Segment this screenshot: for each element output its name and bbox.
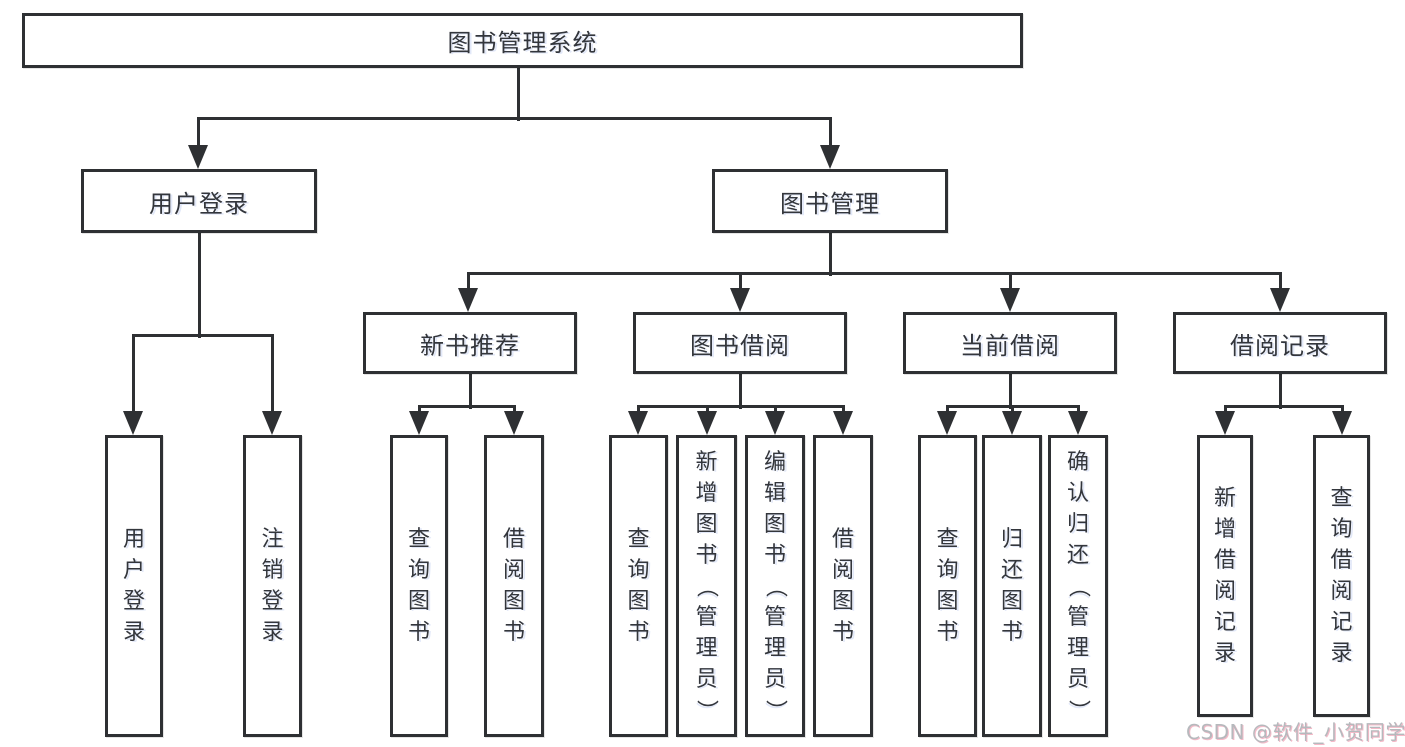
arrow-head-icon <box>697 411 717 435</box>
connector-branch-line <box>466 271 1282 275</box>
node-new-book-recommend: 新书推荐 <box>363 312 577 374</box>
connector-stem-line <box>197 233 201 338</box>
connector-branch-line <box>196 116 832 120</box>
connector-stem-line <box>828 233 832 276</box>
arrow-head-icon <box>1332 411 1352 435</box>
arrow-head-icon <box>937 411 957 435</box>
arrow-head-icon <box>458 288 478 312</box>
connector-drop-line <box>466 273 470 294</box>
node-label: 查询借阅记录 <box>1330 486 1353 666</box>
node-book-management: 图书管理 <box>712 169 948 233</box>
arrow-head-icon <box>765 411 785 435</box>
arrow-head-icon <box>123 411 143 435</box>
node-leaf-query-books-3: 查询图书 <box>918 435 977 737</box>
node-root: 图书管理系统 <box>22 13 1023 68</box>
arrow-head-icon <box>820 145 840 169</box>
connector-branch-line <box>1223 404 1344 408</box>
node-leaf-add-borrow-record: 新增借阅记录 <box>1197 435 1253 717</box>
connector-drop-line <box>738 273 742 294</box>
connector-stem-line <box>1278 374 1282 409</box>
node-label: 借阅图书 <box>502 527 525 645</box>
node-label: 借阅记录 <box>1230 331 1330 360</box>
node-leaf-add-books-admin: 新增图书（管理员） <box>676 435 737 737</box>
arrow-head-icon <box>1270 288 1290 312</box>
arrow-head-icon <box>833 411 853 435</box>
node-user-login: 用户登录 <box>81 169 317 233</box>
node-leaf-return-books: 归还图书 <box>982 435 1042 737</box>
arrow-head-icon <box>504 411 524 435</box>
connector-branch-line <box>417 404 516 408</box>
node-label: 用户登录 <box>149 189 249 218</box>
connector-drop-line <box>131 335 135 417</box>
arrow-head-icon <box>730 288 750 312</box>
connector-branch-line <box>636 404 845 408</box>
arrow-head-icon <box>1068 411 1088 435</box>
node-label: 用户登录 <box>122 527 145 645</box>
node-label: 图书管理系统 <box>447 29 598 57</box>
node-label: 新增借阅记录 <box>1213 486 1236 666</box>
node-label: 图书借阅 <box>690 331 790 360</box>
node-label: 查询图书 <box>936 527 959 645</box>
node-leaf-user-login: 用户登录 <box>105 435 163 737</box>
node-label: 归还图书 <box>1000 527 1023 645</box>
node-label: 查询图书 <box>407 527 430 645</box>
arrow-head-icon <box>1215 411 1235 435</box>
watermark-text: CSDN @软件_小贺同学 <box>1186 720 1405 744</box>
arrow-head-icon <box>409 411 429 435</box>
connector-stem-line <box>1008 374 1012 409</box>
arrow-head-icon <box>628 411 648 435</box>
arrow-head-icon <box>188 145 208 169</box>
node-label: 查询图书 <box>627 527 650 645</box>
node-label: 新增图书（管理员） <box>693 449 719 722</box>
node-label: 新书推荐 <box>420 331 520 360</box>
node-borrowing-records: 借阅记录 <box>1173 312 1387 374</box>
arrow-head-icon <box>262 411 282 435</box>
connector-stem-line <box>738 374 742 409</box>
connector-drop-line <box>1278 273 1282 294</box>
node-leaf-edit-books-admin: 编辑图书（管理员） <box>745 435 805 737</box>
arrow-head-icon <box>1002 411 1022 435</box>
node-label: 图书管理 <box>780 189 880 218</box>
node-leaf-confirm-return-admin: 确认归还（管理员） <box>1048 435 1108 737</box>
node-label: 编辑图书（管理员） <box>762 449 788 722</box>
node-label: 借阅图书 <box>831 527 854 645</box>
node-label: 当前借阅 <box>960 331 1060 360</box>
node-leaf-logout: 注销登录 <box>243 435 302 737</box>
node-leaf-borrow-books-1: 借阅图书 <box>484 435 544 737</box>
arrow-head-icon <box>1000 288 1020 312</box>
node-book-borrowing: 图书借阅 <box>633 312 847 374</box>
connector-stem-line <box>468 374 472 409</box>
node-leaf-borrow-books-2: 借阅图书 <box>813 435 873 737</box>
connector-drop-line <box>270 335 274 417</box>
connector-drop-line <box>196 118 200 151</box>
node-label: 注销登录 <box>261 527 284 645</box>
node-leaf-query-books-1: 查询图书 <box>390 435 448 737</box>
node-current-borrowing: 当前借阅 <box>903 312 1117 374</box>
connector-branch-line <box>131 333 274 337</box>
node-label: 确认归还（管理员） <box>1065 449 1091 722</box>
connector-drop-line <box>1008 273 1012 294</box>
node-leaf-query-books-2: 查询图书 <box>609 435 668 737</box>
connector-drop-line <box>828 118 832 151</box>
node-leaf-query-borrow-record: 查询借阅记录 <box>1313 435 1370 717</box>
connector-stem-line <box>516 68 520 121</box>
